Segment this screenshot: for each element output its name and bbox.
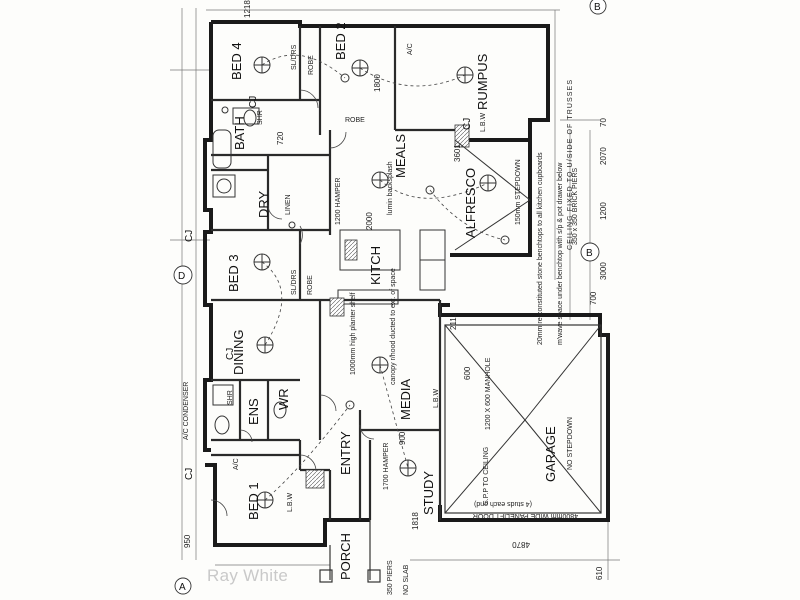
dim-700: 700 xyxy=(589,291,598,305)
garage-slab xyxy=(444,324,602,514)
ceiling-fan-study xyxy=(399,459,417,477)
room-label-study: STUDY xyxy=(421,471,436,515)
note-planter: 1000mm high planter shelf xyxy=(350,292,357,375)
dim-1800: 1800 xyxy=(373,74,382,92)
note-ceiling-trusses: CEILING FIXED TO U/SIDE OF TRUSSES xyxy=(567,80,574,250)
dim-720: 720 xyxy=(276,131,285,145)
kitchen-benches xyxy=(337,229,446,305)
note-lbw-rumpus: L.B.W xyxy=(480,113,487,132)
porch-piers xyxy=(319,520,381,583)
dim-1200: 1200 xyxy=(599,202,608,220)
cj-mark-2: CJ xyxy=(462,118,473,130)
dim-2070: 2070 xyxy=(599,147,608,165)
masonry-blocks xyxy=(305,124,470,489)
svg-text:B: B xyxy=(594,2,601,13)
room-label-rumpus: RUMPUS xyxy=(475,53,490,110)
note-sldrs-bed3: SL/DRS xyxy=(291,269,298,295)
note-panelift-door: 4800mm WIDE PANELIFT DOOR xyxy=(473,512,578,519)
dimension-lines xyxy=(170,8,620,580)
note-robe-bed2: ROBE xyxy=(345,117,365,124)
note-hamper-1200: 1200 HAMPER xyxy=(335,178,342,225)
note-no-slab: NO SLAB xyxy=(403,564,410,595)
wiring-runs xyxy=(261,54,506,501)
note-shr-ens: SHR xyxy=(227,390,234,405)
dim-2000: 2000 xyxy=(365,212,374,230)
room-label-bed3: BED 3 xyxy=(226,254,241,292)
grid-marker-d: D xyxy=(173,265,193,285)
room-label-bath: BATH xyxy=(232,116,247,150)
note-lbw-bed1: L.B.W xyxy=(287,493,294,512)
cj-mark-4: CJ xyxy=(225,348,236,360)
dim-600: 600 xyxy=(463,366,472,380)
grid-marker-b-top: B xyxy=(589,0,607,15)
note-ac-condenser: A/C CONDENSER xyxy=(183,382,190,440)
note-linen: LINEN xyxy=(285,194,292,215)
room-label-wr: WR xyxy=(276,388,291,410)
room-label-bed4: BED 4 xyxy=(229,42,244,80)
room-label-kitch: KITCH xyxy=(368,246,383,285)
svg-text:A: A xyxy=(179,582,186,593)
dim-950: 950 xyxy=(183,534,192,548)
room-label-porch: PORCH xyxy=(338,533,353,580)
room-label-bed1: BED 1 xyxy=(246,482,261,520)
room-label-dining: DINING xyxy=(231,330,246,376)
note-brick-piers: 350 x 350 BRICK PIERS xyxy=(572,168,579,245)
dim-4870: 4870 xyxy=(512,540,530,549)
room-label-entry: ENTRY xyxy=(338,431,353,475)
room-label-garage: GARAGE xyxy=(543,426,558,482)
note-backsplash: lumin backsplash xyxy=(387,161,394,215)
dim-1218: 1218 xyxy=(243,0,252,18)
dim-3601: 3601 xyxy=(453,144,462,162)
note-studs: (4 studs each end) xyxy=(474,500,532,507)
note-ac-bed1: A/C xyxy=(233,458,240,470)
room-label-alfresco: ALFRESCO xyxy=(463,168,478,238)
garage-diagonals xyxy=(444,139,602,514)
room-label-meals: MEALS xyxy=(393,134,408,178)
dim-900: 900 xyxy=(398,431,407,445)
grid-marker-b: B xyxy=(580,242,600,262)
note-mwave: m'wave space under benchtop with s/p & p… xyxy=(557,162,564,345)
svg-text:B: B xyxy=(586,248,593,259)
note-hamper-1700: 1700 HAMPER xyxy=(383,443,390,490)
note-robe-bed4: ROBE xyxy=(308,55,315,75)
sanitary-fixtures xyxy=(212,107,287,435)
room-label-ens: ENS xyxy=(246,398,261,425)
room-label-bed2: BED 2 xyxy=(333,22,348,60)
note-spp: S.P.P TO CEILING xyxy=(483,447,490,505)
dim-3000: 3000 xyxy=(599,262,608,280)
note-manhole: 1200 X 600 MANHOLE xyxy=(485,357,492,430)
door-swings xyxy=(210,89,375,517)
dim-70: 70 xyxy=(599,118,608,127)
dim-610: 610 xyxy=(595,566,604,580)
cj-mark-1: CJ xyxy=(248,96,259,108)
note-robe-bed3: ROBE xyxy=(307,275,314,295)
dim-2112: 2112 xyxy=(449,312,458,330)
room-label-media: MEDIA xyxy=(398,379,413,421)
note-stone: 20mm re-constituted stone benchtops to a… xyxy=(537,152,544,345)
note-stepdown-150: 150mm STEPDOWN xyxy=(515,159,522,225)
watermark-logo: Ray White xyxy=(207,566,289,585)
cj-mark-5: CJ xyxy=(184,468,195,480)
note-piers: 350 PIERS xyxy=(387,560,394,595)
note-garage-no-stepdown: NO STEPDOWN xyxy=(567,417,574,470)
note-sldrs-bed4: SL/DRS xyxy=(291,44,298,70)
exterior-walls xyxy=(203,20,610,547)
note-lbw-media: L.B.W xyxy=(433,389,440,408)
room-label-dry: DRY xyxy=(256,190,271,218)
grid-marker-a: A xyxy=(174,577,192,595)
note-ac-bed2: A/C xyxy=(407,43,414,55)
note-canopy: canopy r/hood ducted to ext. of space xyxy=(390,268,397,385)
svg-text:D: D xyxy=(178,271,185,282)
cj-mark-3: CJ xyxy=(184,230,195,242)
ceiling-fan-dining xyxy=(256,336,274,354)
note-shr-bath: SHR xyxy=(257,110,264,125)
dim-1818: 1818 xyxy=(411,512,420,530)
